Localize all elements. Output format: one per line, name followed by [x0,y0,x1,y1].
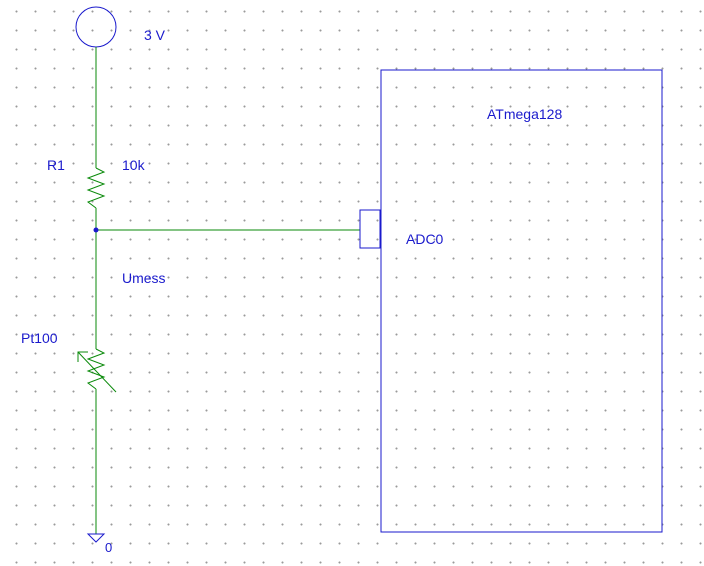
adc0-pin-label: ADC0 [406,231,444,247]
pt100-symbol[interactable] [86,348,106,390]
pt100-arrow-head [77,351,88,362]
node-umess-label: Umess [122,270,166,286]
adc0-pin[interactable] [359,209,381,249]
mcu-name-label: ATmega128 [487,106,563,122]
resistor-r1-symbol[interactable] [86,167,106,209]
r1-name-label: R1 [47,157,65,173]
ground-label: 0 [105,540,113,555]
atmega128-block[interactable] [380,69,663,533]
pt100-variable-arrow [77,351,117,393]
r1-value-label: 10k [122,157,145,173]
voltage-source-symbol[interactable] [75,6,117,48]
pt100-name-label: Pt100 [21,330,58,346]
ground-symbol [86,533,106,543]
source-voltage-label: 3 V [144,27,166,43]
junction-dot [93,227,99,233]
